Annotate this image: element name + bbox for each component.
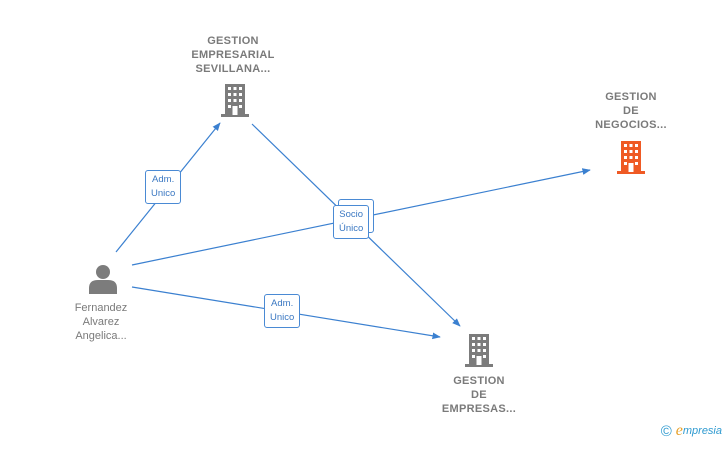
company-label-negocios[interactable]: GESTION DE NEGOCIOS... [595, 91, 667, 131]
edge-label-adm-unico: Adm. Unico [145, 170, 182, 204]
building-icon[interactable] [617, 141, 645, 174]
building-icon[interactable] [221, 84, 249, 117]
company-label-empresas[interactable]: GESTION DE EMPRESAS... [441, 375, 517, 415]
edge-label-adm-unico: Adm. Unico [264, 294, 301, 328]
brand-name: mpresia [682, 425, 722, 437]
company-label-sevillana[interactable]: GESTION EMPRESARIAL SEVILLANA... [191, 35, 275, 75]
person-label[interactable]: Fernandez Alvarez Angelica... [74, 302, 128, 342]
edge-label-socio-unico: Socio Único [333, 205, 370, 239]
copyright-symbol: © [660, 422, 672, 440]
person-icon[interactable] [89, 265, 117, 294]
building-icon[interactable] [465, 334, 493, 367]
empresia-logo[interactable]: © e mpresia [661, 422, 722, 440]
brand-initial: e [675, 422, 683, 439]
